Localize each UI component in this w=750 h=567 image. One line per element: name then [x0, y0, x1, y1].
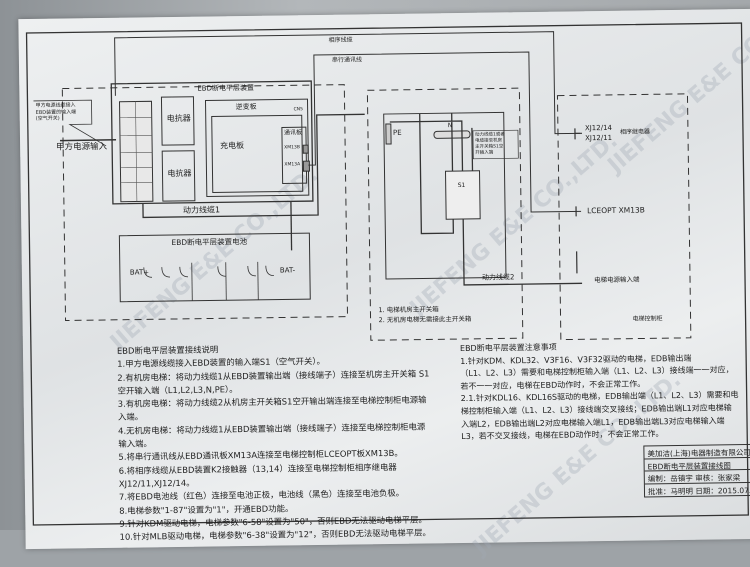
inverter-label: 逆变板 — [236, 104, 257, 111]
drawn-reviewed: 编制：岳镇宇 审核：张家梁 — [645, 470, 750, 484]
precautions: EBD断电平层装置注意事项 1.针对KDM、KDL32、V3F16、V3F32驱… — [460, 339, 739, 444]
phase-sequence-cable — [115, 31, 580, 139]
breaker-s1 — [446, 171, 481, 219]
wiring-instructions: EBD断电平层装置接线说明 1.甲方电源线缆接入EBD装置的输入端S1（空气开关… — [117, 340, 432, 544]
device-label: EBD断电平层装置 — [197, 85, 254, 93]
phase-relay-label: 相序继电器 — [620, 129, 650, 135]
switchbox-note-2: 2. 无机房电梯无需接此主开关箱 — [379, 316, 472, 324]
xj1214-label: XJ12/14 — [585, 125, 612, 132]
control-cabinet-label: 电梯控制柜 — [633, 316, 663, 322]
cn5-label: CN5 — [294, 108, 303, 113]
xj1211-label: XJ12/11 — [585, 135, 612, 142]
bat-plus-label: BAT+ — [130, 269, 149, 276]
approved-date: 批准：马明明 日期：2015.07.06 — [645, 482, 750, 496]
callout-left-text: 甲方电源线缆接入 EBD装置的输入端 (空气开关) — [36, 102, 92, 122]
phase-cable-label: 相序线缆 — [329, 37, 353, 43]
comm-board-label: 通讯板 — [284, 130, 302, 136]
power-cable-1-label: 动力线缆1 — [183, 206, 220, 215]
n-label: N — [448, 123, 453, 129]
company-name: 美加洁(上海)电器制造有限公司 — [644, 445, 750, 459]
charger-board — [212, 115, 303, 192]
wiring-diagram-sheet: JIEFENG E&E CO.,LTD. JIEFENG E&E CO.,LTD… — [18, 9, 750, 549]
power-cable-2-label: 动力线缆2 — [482, 274, 515, 281]
title-block: 美加洁(上海)电器制造有限公司 EBD断电平层装置接线图 编制：岳镇宇 审核：张… — [643, 444, 750, 498]
bat-minus-label: BAT- — [280, 267, 295, 274]
client-power-input-line — [60, 140, 116, 141]
elevator-power-input-label: 电梯电源输入端 — [594, 277, 640, 284]
battery-label: EBD断电平层装置电池 — [171, 238, 247, 247]
reactor-label: 电抗器 — [167, 115, 191, 123]
s1-label: S1 — [458, 183, 466, 189]
charger-label: 充电板 — [220, 142, 244, 150]
lceopt-label: LCEOPT XM13B — [587, 206, 645, 214]
reactor-label: 电抗器 — [167, 170, 191, 178]
pe-label: PE — [393, 130, 402, 137]
xm13a-label: XM13A — [284, 163, 300, 168]
pe-bar — [386, 124, 391, 144]
callout-mid-text: 动力线缆1或者 电缆接至机房 主开关箱S1空 开输入端 — [475, 132, 505, 156]
xm13b-label: XM13B — [284, 146, 300, 151]
switchbox-note-1: 1. 电梯机房主开关箱 — [378, 306, 438, 313]
photo-background: JIEFENG E&E CO.,LTD. JIEFENG E&E CO.,LTD… — [0, 0, 750, 530]
serial-comm-label: 串行通讯线 — [332, 57, 362, 63]
power-input-label: 甲方电源输入 — [56, 143, 107, 152]
